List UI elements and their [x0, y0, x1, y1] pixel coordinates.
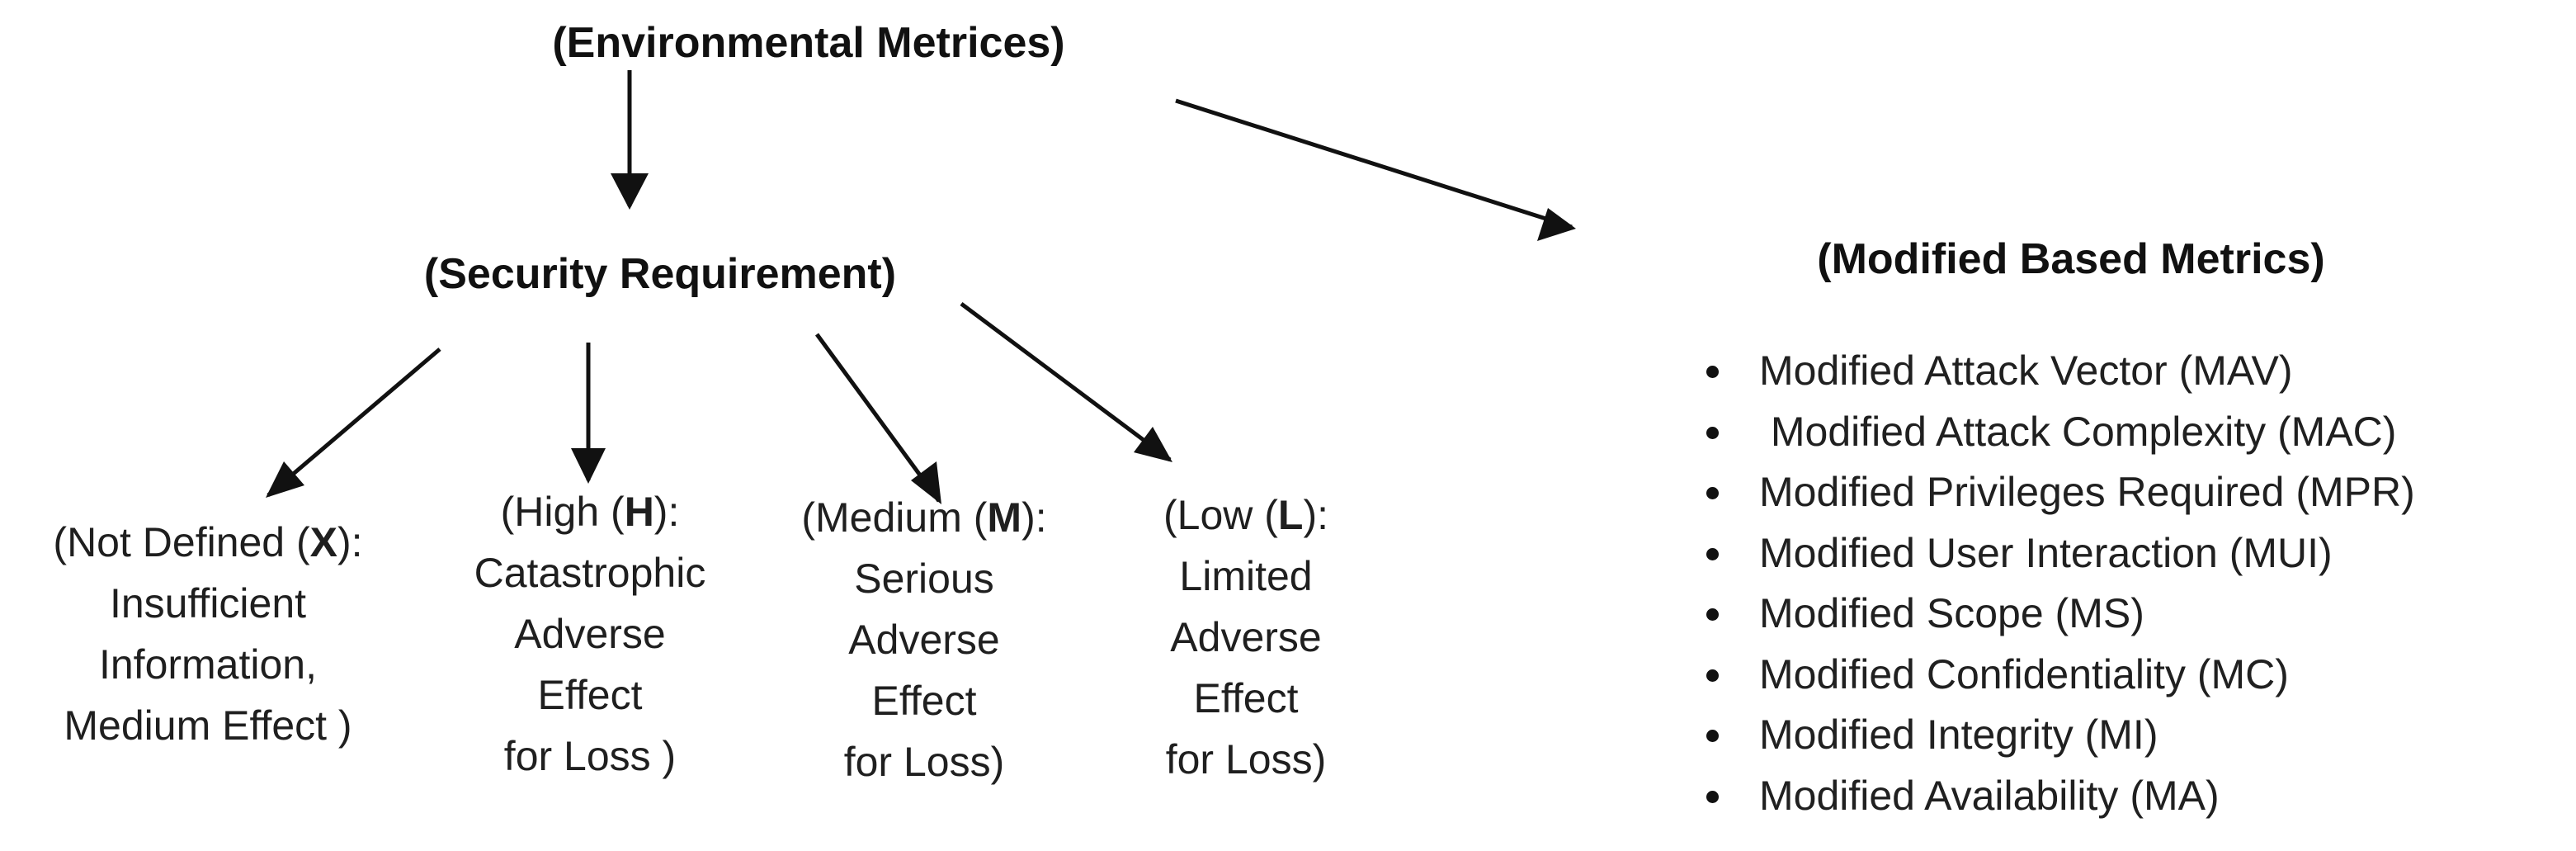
- level-line: Effect: [537, 672, 643, 718]
- arrowhead-modified: [1537, 208, 1576, 241]
- level-not-defined: (Not Defined (X): Insufficient Informati…: [10, 512, 406, 756]
- level-line: for Loss): [843, 739, 1005, 785]
- level-line: Medium Effect ): [64, 702, 352, 749]
- level-high: (High (H): Catastrophic Adverse Effect f…: [417, 481, 763, 787]
- level-medium: (Medium (M): Serious Adverse Effect for …: [759, 487, 1089, 792]
- bullet-icon: [1706, 790, 1719, 803]
- list-item: Modified Scope (MS): [1700, 584, 2415, 645]
- arrowhead-low: [1134, 427, 1172, 462]
- list-item: Modified Integrity (MI): [1700, 705, 2415, 766]
- bullet-icon: [1706, 608, 1719, 621]
- level-line: Adverse: [514, 611, 666, 657]
- arrow-security-to-low: [960, 301, 1172, 462]
- bullet-icon: [1706, 426, 1719, 439]
- level-line: for Loss): [1165, 736, 1327, 782]
- arrowhead-not-defined: [266, 461, 304, 498]
- list-item: Modified Availability (MA): [1700, 766, 2415, 827]
- arrowhead-medium: [911, 461, 941, 504]
- level-low: (Low (L): Limited Adverse Effect for Los…: [1106, 485, 1386, 790]
- level-header: (Not Defined (X):: [53, 519, 363, 565]
- level-line: Effect: [871, 678, 977, 724]
- level-header: (High (H):: [500, 489, 680, 535]
- list-item: Modified User Interaction (MUI): [1700, 523, 2415, 584]
- bullet-icon: [1706, 547, 1719, 560]
- level-line: Information,: [98, 641, 317, 688]
- arrowhead-security: [611, 173, 649, 210]
- list-item: Modified Attack Vector (MAV): [1700, 341, 2415, 402]
- bullet-icon: [1706, 669, 1719, 682]
- level-line: Limited: [1179, 553, 1313, 599]
- arrow-security-to-medium: [814, 333, 941, 503]
- level-line: for Loss ): [503, 733, 677, 779]
- level-line: Serious: [854, 556, 994, 602]
- list-item: Modified Privileges Required (MPR): [1700, 462, 2415, 523]
- level-line: Adverse: [848, 617, 1000, 663]
- modified-based-metrics-title: (Modified Based Metrics): [1817, 235, 2325, 283]
- bullet-icon: [1706, 366, 1719, 378]
- bullet-icon: [1706, 487, 1719, 499]
- modified-metrics-list: Modified Attack Vector (MAV) Modified At…: [1700, 341, 2415, 826]
- bullet-icon: [1706, 730, 1719, 742]
- level-header: (Medium (M):: [801, 494, 1047, 541]
- environmental-metrics-title: (Environmental Metrices): [552, 19, 1065, 67]
- arrowhead-high: [571, 448, 606, 484]
- level-line: Adverse: [1170, 614, 1322, 660]
- level-line: Effect: [1193, 675, 1299, 721]
- security-requirement-title: (Security Requirement): [423, 250, 897, 298]
- arrow-security-to-not-defined: [267, 347, 441, 497]
- level-line: Catastrophic: [474, 550, 706, 596]
- list-item: Modified Confidentiality (MC): [1700, 645, 2415, 706]
- list-item: Modified Attack Complexity (MAC): [1700, 402, 2415, 463]
- level-header: (Low (L):: [1163, 492, 1328, 538]
- arrow-root-to-modified: [1175, 98, 1573, 229]
- level-line: Insufficient: [109, 580, 307, 626]
